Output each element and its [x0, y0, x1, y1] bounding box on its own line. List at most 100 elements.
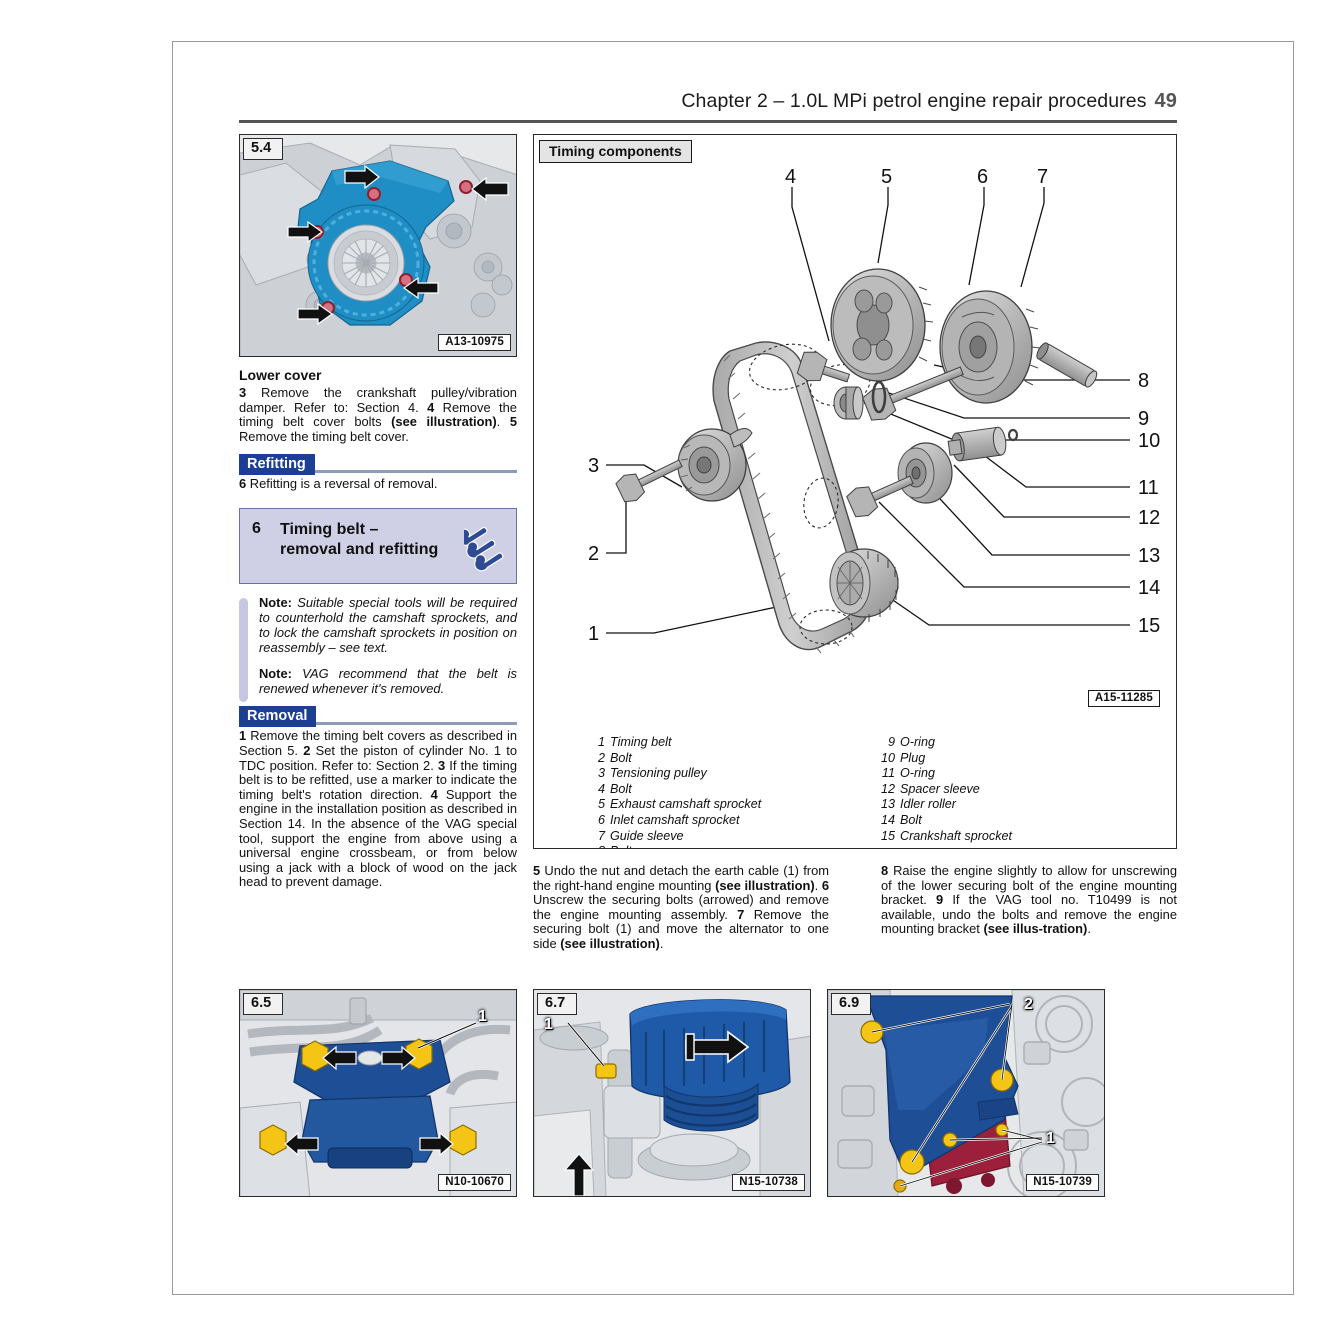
callout-6: 6 — [977, 166, 988, 188]
legend-label: Tensioning pulley — [610, 766, 707, 781]
left-column: 5.4 A13-10975 Lower cover 3 Remove the c… — [239, 134, 517, 890]
legend-label: Exhaust camshaft sprocket — [610, 797, 762, 812]
o-ring-9-part — [871, 380, 887, 414]
para-number: 9 — [936, 892, 944, 908]
legend-number: 3 — [597, 766, 605, 781]
para-number: 8 — [881, 863, 889, 878]
legend-label: Inlet camshaft sprocket — [610, 812, 740, 827]
para-emphasis: (see illustration) — [391, 414, 497, 430]
note-label: Note: — [259, 594, 292, 610]
bottom-figure-row: 6.5 1 N10-10670 — [239, 989, 1177, 1197]
bottom-text-right: 8 Raise the engine slightly to allow for… — [881, 863, 1177, 937]
legend-item: 4 Bolt — [586, 782, 876, 798]
bolt-4-part — [796, 351, 851, 383]
legend-number: 12 — [880, 781, 895, 796]
legend-number: 13 — [880, 797, 895, 812]
refitting-heading-bar: Refitting — [239, 454, 517, 476]
guide-sleeve-part — [1036, 342, 1098, 388]
note-text: VAG recommend that the belt is renewed w… — [259, 665, 517, 696]
figure-6-5-image — [240, 990, 516, 1196]
section-title-line2: removal and refitting — [280, 540, 439, 558]
bolt-highlight — [595, 1063, 617, 1079]
note-2: Note: VAG recommend that the belt is ren… — [259, 665, 517, 697]
para-emphasis: (see illus-tration) — [983, 921, 1088, 937]
para-number: 3 — [437, 757, 446, 773]
callout-3: 3 — [588, 455, 599, 477]
note-1: Note: Suitable special tools will be req… — [259, 594, 517, 656]
bolt-8-part — [862, 366, 964, 421]
para-text: Remove the timing belt covers as describ… — [239, 728, 517, 758]
figure-6-5-code: N10-10670 — [438, 1174, 511, 1191]
legend-number: 10 — [880, 750, 895, 765]
figure-6-7-tag: 6.7 — [537, 993, 578, 1016]
legend-number: 2 — [597, 750, 605, 765]
legend-number: 1 — [597, 735, 605, 749]
note-text: Suitable special tools will be required … — [259, 594, 517, 655]
right-column: Timing components A15-11285 — [533, 134, 1177, 849]
diagram-artwork: 4 5 6 7 8 9 10 11 12 13 14 15 3 2 1 — [588, 166, 1160, 654]
figure-5-4-code: A13-10975 — [438, 334, 511, 351]
para-tail: . — [496, 414, 501, 430]
para-text: Refitting is a reversal of removal. — [249, 476, 438, 492]
callout-10: 10 — [1138, 430, 1160, 452]
legend-label: O-ring — [900, 766, 935, 781]
para-text: If the VAG tool no. T10499 is not availa… — [881, 892, 1177, 937]
pointer-arrow — [284, 1045, 454, 1157]
bolt-14-part — [846, 475, 914, 518]
para-text: Undo the nut and detach the earth cable … — [533, 863, 829, 893]
note-label: Note: — [259, 665, 292, 681]
figure-5-4-image — [240, 135, 516, 356]
o-ring-11-part — [1007, 428, 1019, 442]
callout-11: 11 — [1138, 477, 1159, 499]
tensioning-pulley-part — [677, 428, 753, 502]
figure-6-5-tag: 6.5 — [243, 993, 284, 1016]
figure-6-7: 6.7 1 N15-10738 — [533, 989, 811, 1197]
callout-5: 5 — [881, 166, 892, 188]
callout-9: 9 — [1138, 408, 1149, 430]
figure-5-4: 5.4 A13-10975 — [239, 134, 517, 357]
legend-label: Bolt — [900, 812, 922, 827]
callout-14: 14 — [1138, 577, 1160, 599]
refitting-rule — [239, 470, 517, 474]
inlet-camshaft-sprocket-part — [939, 290, 1041, 404]
removal-heading-bar: Removal — [239, 706, 517, 728]
spanners-icon — [464, 517, 508, 577]
header-rule — [239, 120, 1177, 123]
para-text: Unscrew the securing bolts (arrowed) and… — [533, 892, 829, 922]
figure-6-5: 6.5 1 N10-10670 — [239, 989, 517, 1197]
para-text: Set the piston of cylinder No. 1 to TDC … — [239, 743, 518, 773]
section-6-heading: 6 Timing belt – removal and refitting — [239, 507, 517, 584]
figure-6-9-callout-1: 1 — [1046, 1130, 1055, 1147]
callout-12: 12 — [1138, 507, 1160, 529]
chapter-title: Chapter 2 – 1.0L MPi petrol engine repai… — [681, 90, 1147, 112]
section-number: 6 — [252, 519, 261, 537]
legend-number: 7 — [597, 828, 605, 843]
pointer-arrow — [685, 1030, 750, 1064]
callout-2: 2 — [588, 543, 599, 565]
figure-6-7-callout-1: 1 — [544, 1016, 553, 1033]
figure-6-9-callout-2: 2 — [1024, 996, 1033, 1013]
para-number: 7 — [737, 906, 745, 922]
pointer-arrow — [287, 164, 509, 326]
figure-6-9-tag: 6.9 — [831, 993, 872, 1016]
para-emphasis: (see illustration) — [715, 877, 815, 893]
page-header: Chapter 2 – 1.0L MPi petrol engine repai… — [239, 90, 1177, 113]
legend-number: 4 — [597, 781, 605, 796]
callout-4: 4 — [785, 166, 796, 188]
para-number: 6 — [821, 877, 829, 893]
legend-label: O-ring — [900, 735, 935, 749]
bottom-text-left: 5 Undo the nut and detach the earth cabl… — [533, 863, 829, 952]
legend-label: Crankshaft sprocket — [900, 828, 1012, 843]
legend-label: Bolt — [610, 781, 632, 796]
para-text: Remove the crankshaft pulley/vibration d… — [239, 385, 517, 415]
para-number: 4 — [430, 786, 438, 802]
